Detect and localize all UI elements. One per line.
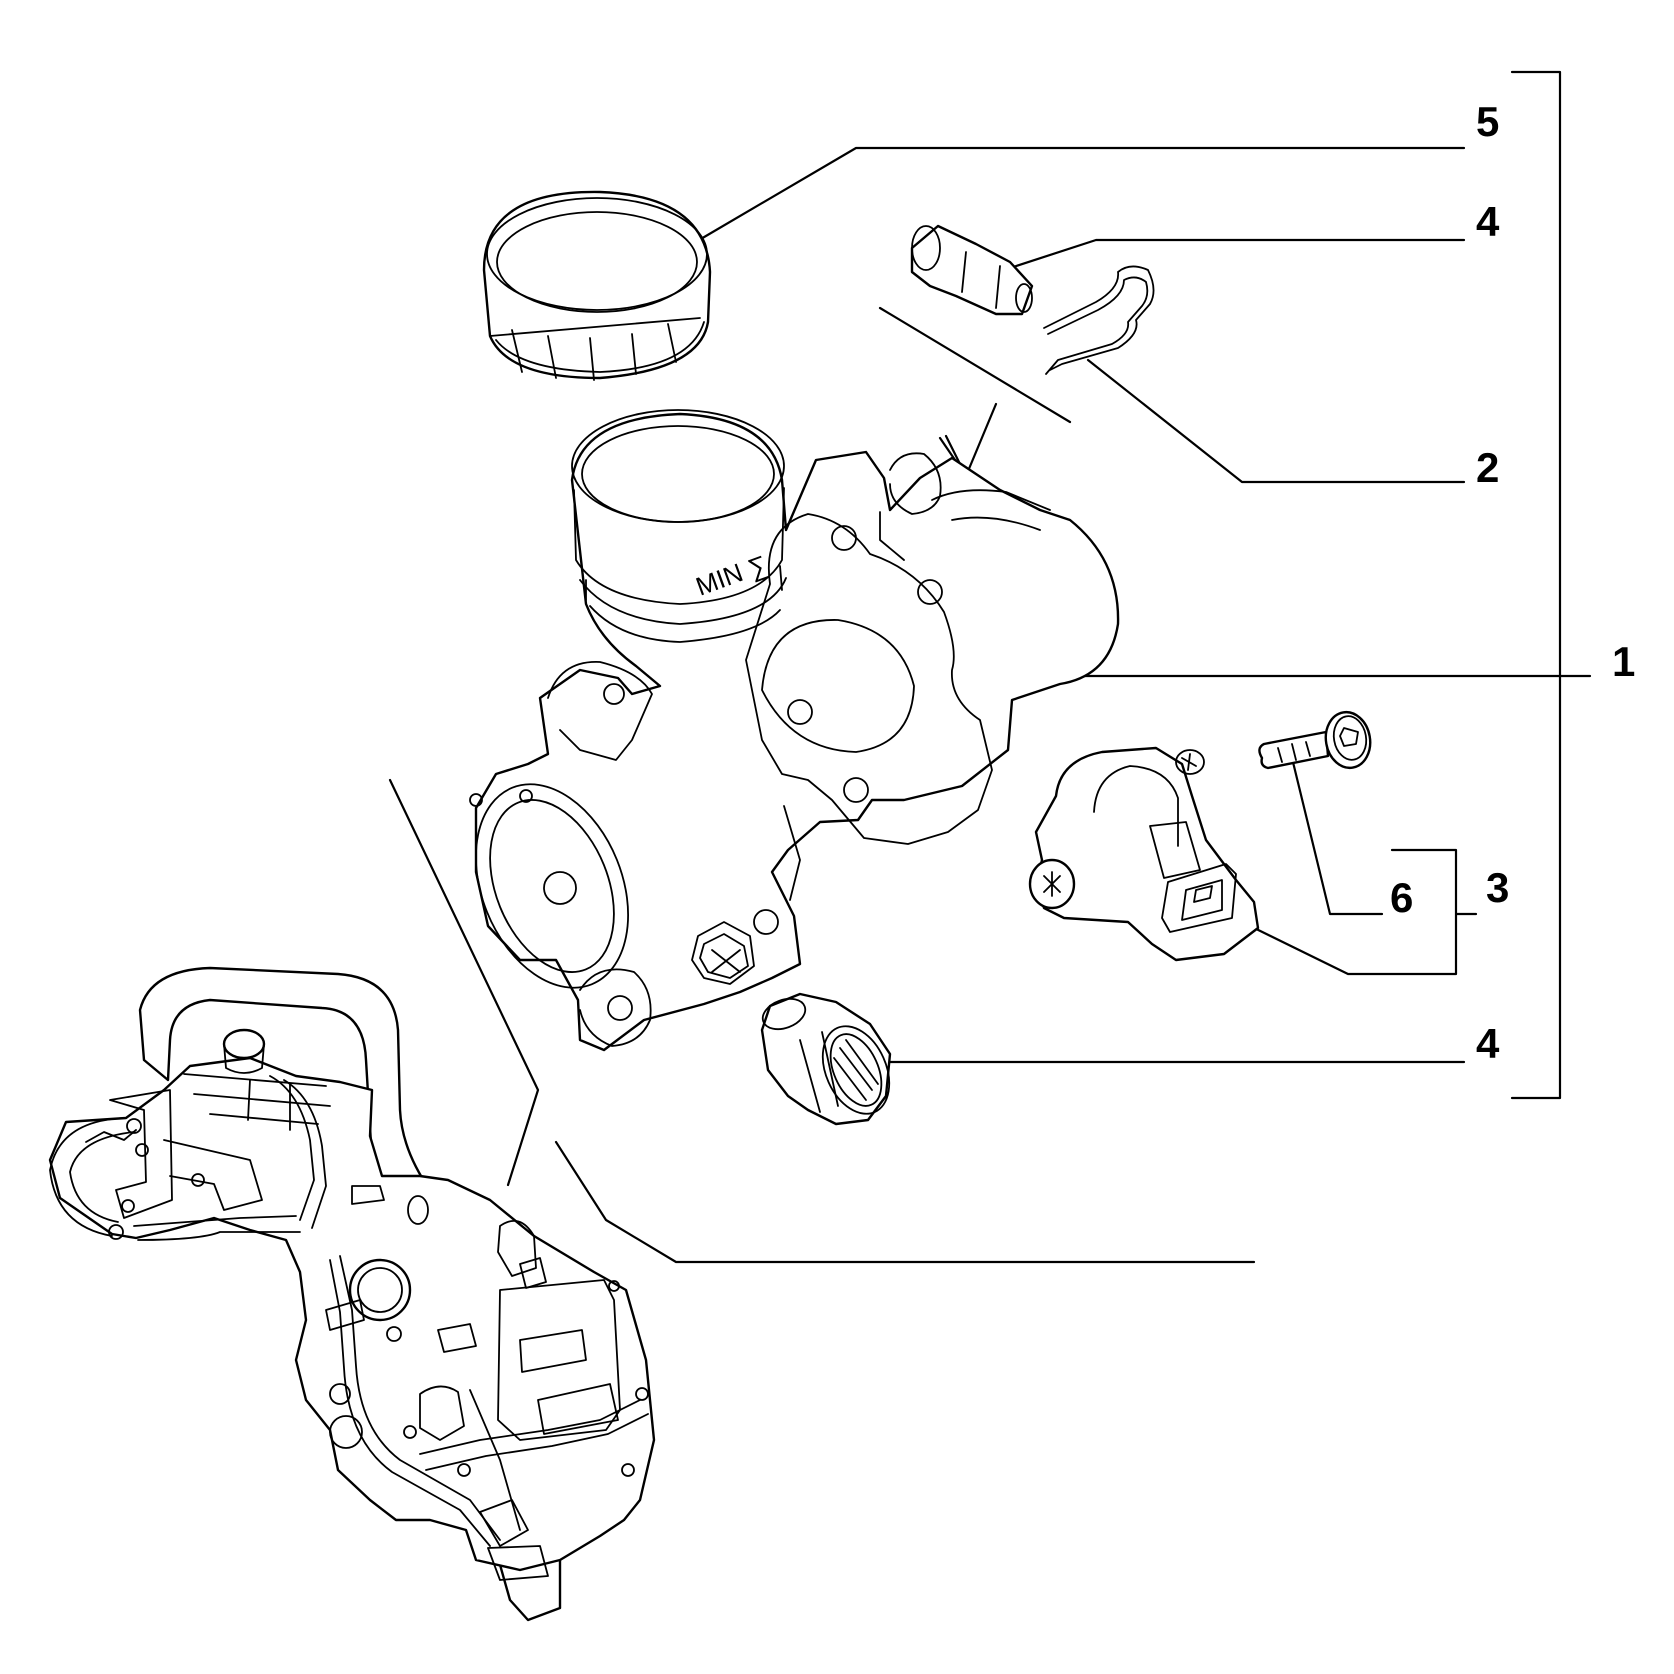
callout-4-top: 4 bbox=[1476, 198, 1500, 245]
leader-line-clip bbox=[878, 306, 1072, 478]
callout-labels: 5 4 2 1 6 3 4 bbox=[1390, 98, 1635, 1067]
sensor-bottom bbox=[760, 992, 892, 1126]
callout-1: 1 bbox=[1612, 638, 1635, 685]
leader-line-6 bbox=[1290, 756, 1384, 916]
callout-3: 3 bbox=[1486, 864, 1509, 911]
screw bbox=[1258, 710, 1372, 770]
leader-line-reference bbox=[388, 778, 1256, 1264]
thermostat-cover bbox=[1028, 746, 1260, 962]
leader-line-2 bbox=[1086, 358, 1466, 484]
assembly-bracket bbox=[1510, 70, 1562, 1100]
leader-line-4-top bbox=[1008, 238, 1466, 270]
engine-reference-assembly bbox=[48, 966, 656, 1622]
callout-2: 2 bbox=[1476, 444, 1499, 491]
leader-line-5 bbox=[692, 146, 1466, 245]
sensor-top bbox=[910, 224, 1034, 316]
callout-6: 6 bbox=[1390, 874, 1413, 921]
thermostat-housing: MIN ∑ bbox=[469, 409, 1120, 1052]
callout-5: 5 bbox=[1476, 98, 1499, 145]
reservoir-cap bbox=[482, 190, 712, 381]
callout-4-bottom: 4 bbox=[1476, 1020, 1500, 1067]
leader-line-3 bbox=[1240, 848, 1478, 976]
leader-lines bbox=[388, 146, 1592, 1264]
wire-clip bbox=[1043, 265, 1155, 375]
